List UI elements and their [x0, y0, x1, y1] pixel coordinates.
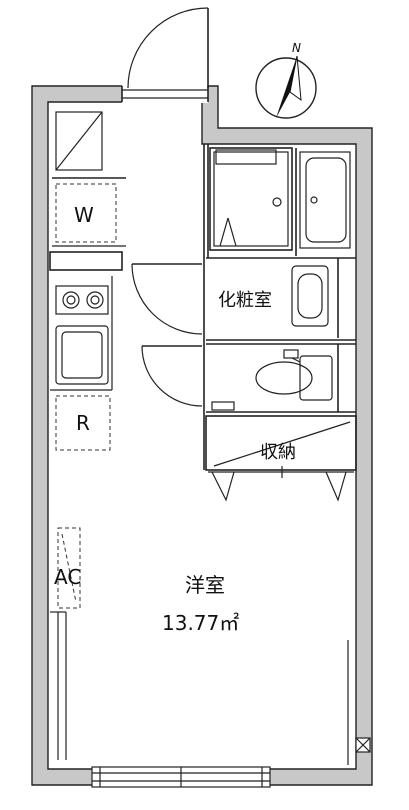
storage-closet — [205, 415, 357, 471]
side-window — [50, 611, 67, 762]
entrance-opening — [122, 85, 208, 103]
storage-doors — [208, 466, 354, 502]
unit-bath — [209, 147, 297, 256]
balcony-window — [91, 766, 271, 788]
washer-space — [55, 183, 117, 243]
storage-label: 収納 — [260, 442, 296, 463]
washer-label: W — [74, 203, 94, 227]
aircon-label: AC — [54, 565, 81, 589]
entrance-door — [127, 7, 209, 89]
living-room-area: 13.77㎡ — [162, 611, 239, 635]
toilet-door — [141, 345, 203, 407]
vanity-label: 化粧室 — [218, 290, 272, 311]
kitchen-stove — [55, 285, 109, 315]
bathtub — [299, 151, 351, 249]
vanity-sink — [291, 265, 329, 327]
fridge-label: R — [76, 411, 90, 435]
fridge-space — [55, 395, 111, 451]
outer-wall — [31, 85, 373, 786]
toilet — [255, 349, 333, 401]
shoe-cabinet — [55, 111, 103, 171]
aircon-unit — [57, 527, 81, 609]
vanity-door — [131, 263, 203, 335]
compass-north-label: N — [292, 41, 301, 55]
kitchen-counter-top — [49, 251, 123, 271]
kitchen-sink — [55, 325, 109, 385]
vent-icon — [355, 737, 371, 753]
compass-icon — [255, 55, 317, 119]
living-room-label: 洋室 — [185, 573, 225, 597]
